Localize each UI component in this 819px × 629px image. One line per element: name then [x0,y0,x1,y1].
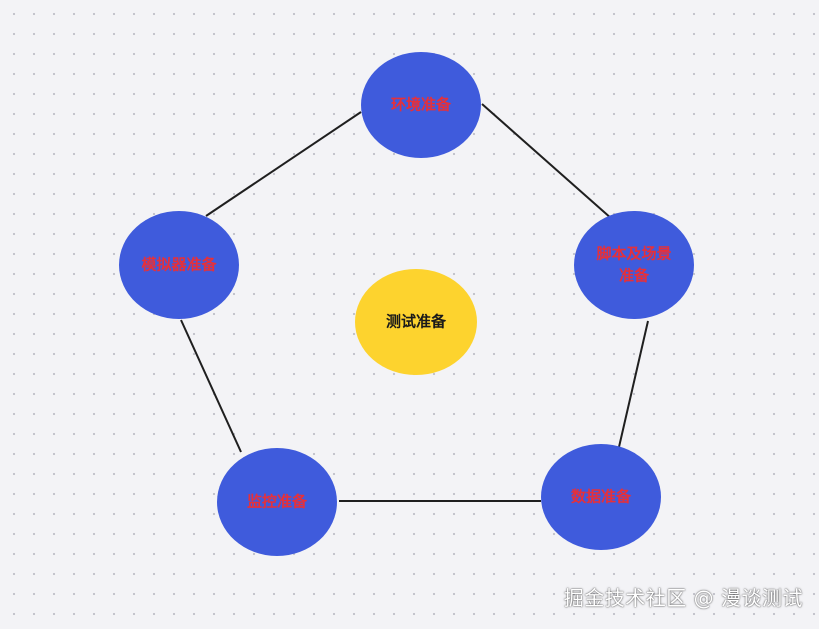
node-env-shape [361,52,481,158]
node-script-label: 脚本及场景 [596,245,671,263]
node-monitor-label: 监控准备 [247,493,308,511]
node-data[interactable]: 数据准备 [541,444,661,550]
edge-monitor-simulator [180,319,242,453]
node-env[interactable]: 环境准备 [361,52,481,158]
edge-script-data [618,320,649,448]
edge-simulator-env [205,111,362,217]
node-script-label: 准备 [619,267,650,285]
node-data-label: 数据准备 [571,488,632,506]
node-env-label: 环境准备 [391,96,452,114]
node-data-shape [541,444,661,550]
center-node[interactable]: 测试准备 [355,269,477,375]
node-monitor-shape [217,448,337,556]
edge-env-script [481,103,613,220]
center-node-label: 测试准备 [386,313,447,331]
node-simulator-shape [119,211,239,319]
node-script-shape [574,211,694,319]
edges-layer [180,103,649,502]
center-node-shape [355,269,477,375]
watermark: 掘金技术社区 @ 漫谈测试 [563,586,803,610]
node-simulator[interactable]: 模拟器准备 [119,211,239,319]
node-monitor[interactable]: 监控准备 [217,448,337,556]
node-simulator-label: 模拟器准备 [141,256,217,274]
